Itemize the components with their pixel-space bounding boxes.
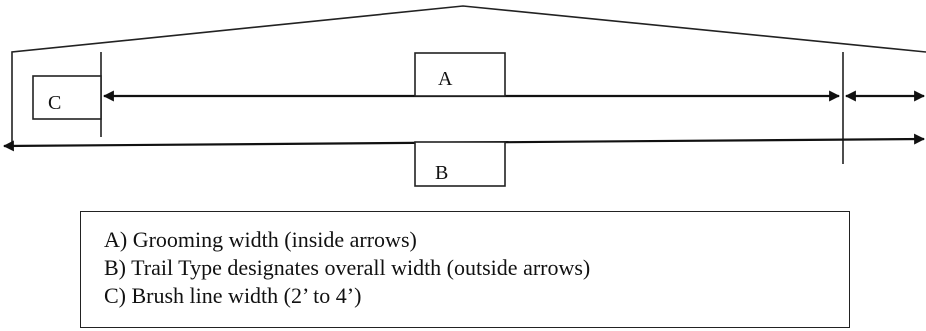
label-a: A xyxy=(438,68,453,90)
legend-item-a: A) Grooming width (inside arrows) xyxy=(104,227,417,252)
legend-item-c: C) Brush line width (2’ to 4’) xyxy=(104,283,362,308)
trail-cross-section-outline xyxy=(11,5,926,145)
label-a-box: A xyxy=(414,52,506,97)
legend-list: A) Grooming width (inside arrows) B) Tra… xyxy=(104,226,590,310)
label-c: C xyxy=(48,92,61,114)
label-b-box: B xyxy=(414,141,506,187)
legend-item-b: B) Trail Type designates overall width (… xyxy=(104,255,591,280)
label-b: B xyxy=(435,162,448,184)
legend-box: A) Grooming width (inside arrows) B) Tra… xyxy=(80,211,850,328)
label-c-box: C xyxy=(32,75,102,120)
